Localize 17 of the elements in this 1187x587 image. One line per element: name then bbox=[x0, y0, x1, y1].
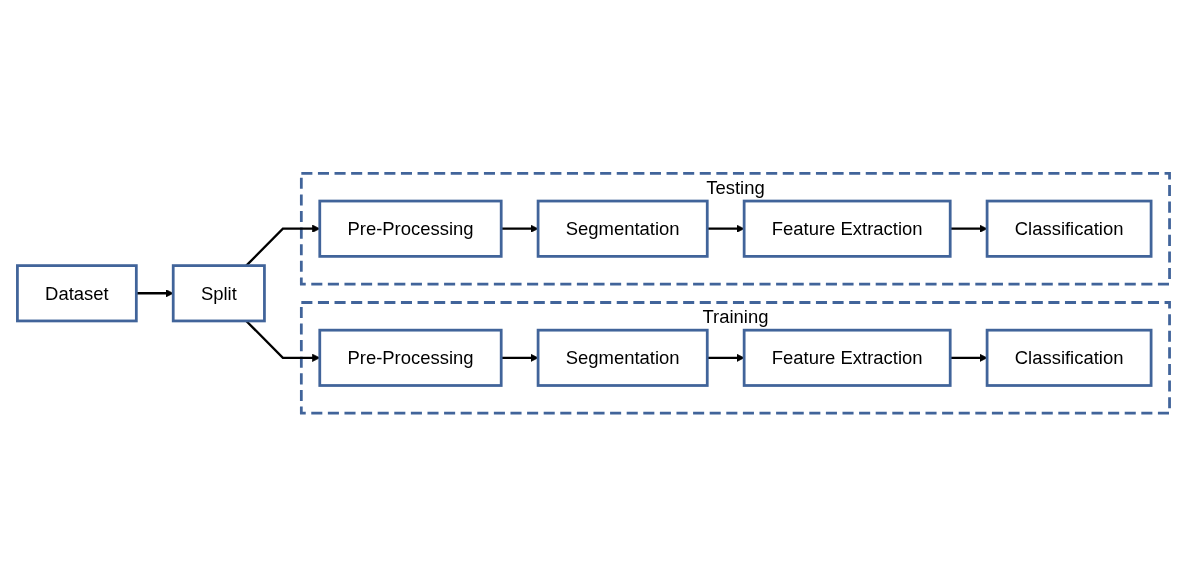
node-box: Segmentation bbox=[536, 199, 709, 258]
node-box: Feature Extraction bbox=[742, 199, 952, 258]
arrow bbox=[950, 354, 988, 363]
node-box: Dataset bbox=[16, 264, 138, 323]
arrow bbox=[707, 354, 745, 363]
arrow bbox=[501, 224, 539, 233]
arrow bbox=[950, 224, 988, 233]
node-box: Feature Extraction bbox=[742, 329, 952, 388]
node-box: Pre-Processing bbox=[318, 329, 503, 388]
node-box: Classification bbox=[985, 329, 1153, 388]
node-box: Segmentation bbox=[536, 329, 709, 388]
arrow bbox=[707, 224, 745, 233]
arrow bbox=[136, 289, 174, 298]
node-box: Split bbox=[171, 264, 266, 323]
node-box: Classification bbox=[985, 199, 1153, 258]
arrow bbox=[501, 354, 539, 363]
node-box: Pre-Processing bbox=[318, 199, 503, 258]
